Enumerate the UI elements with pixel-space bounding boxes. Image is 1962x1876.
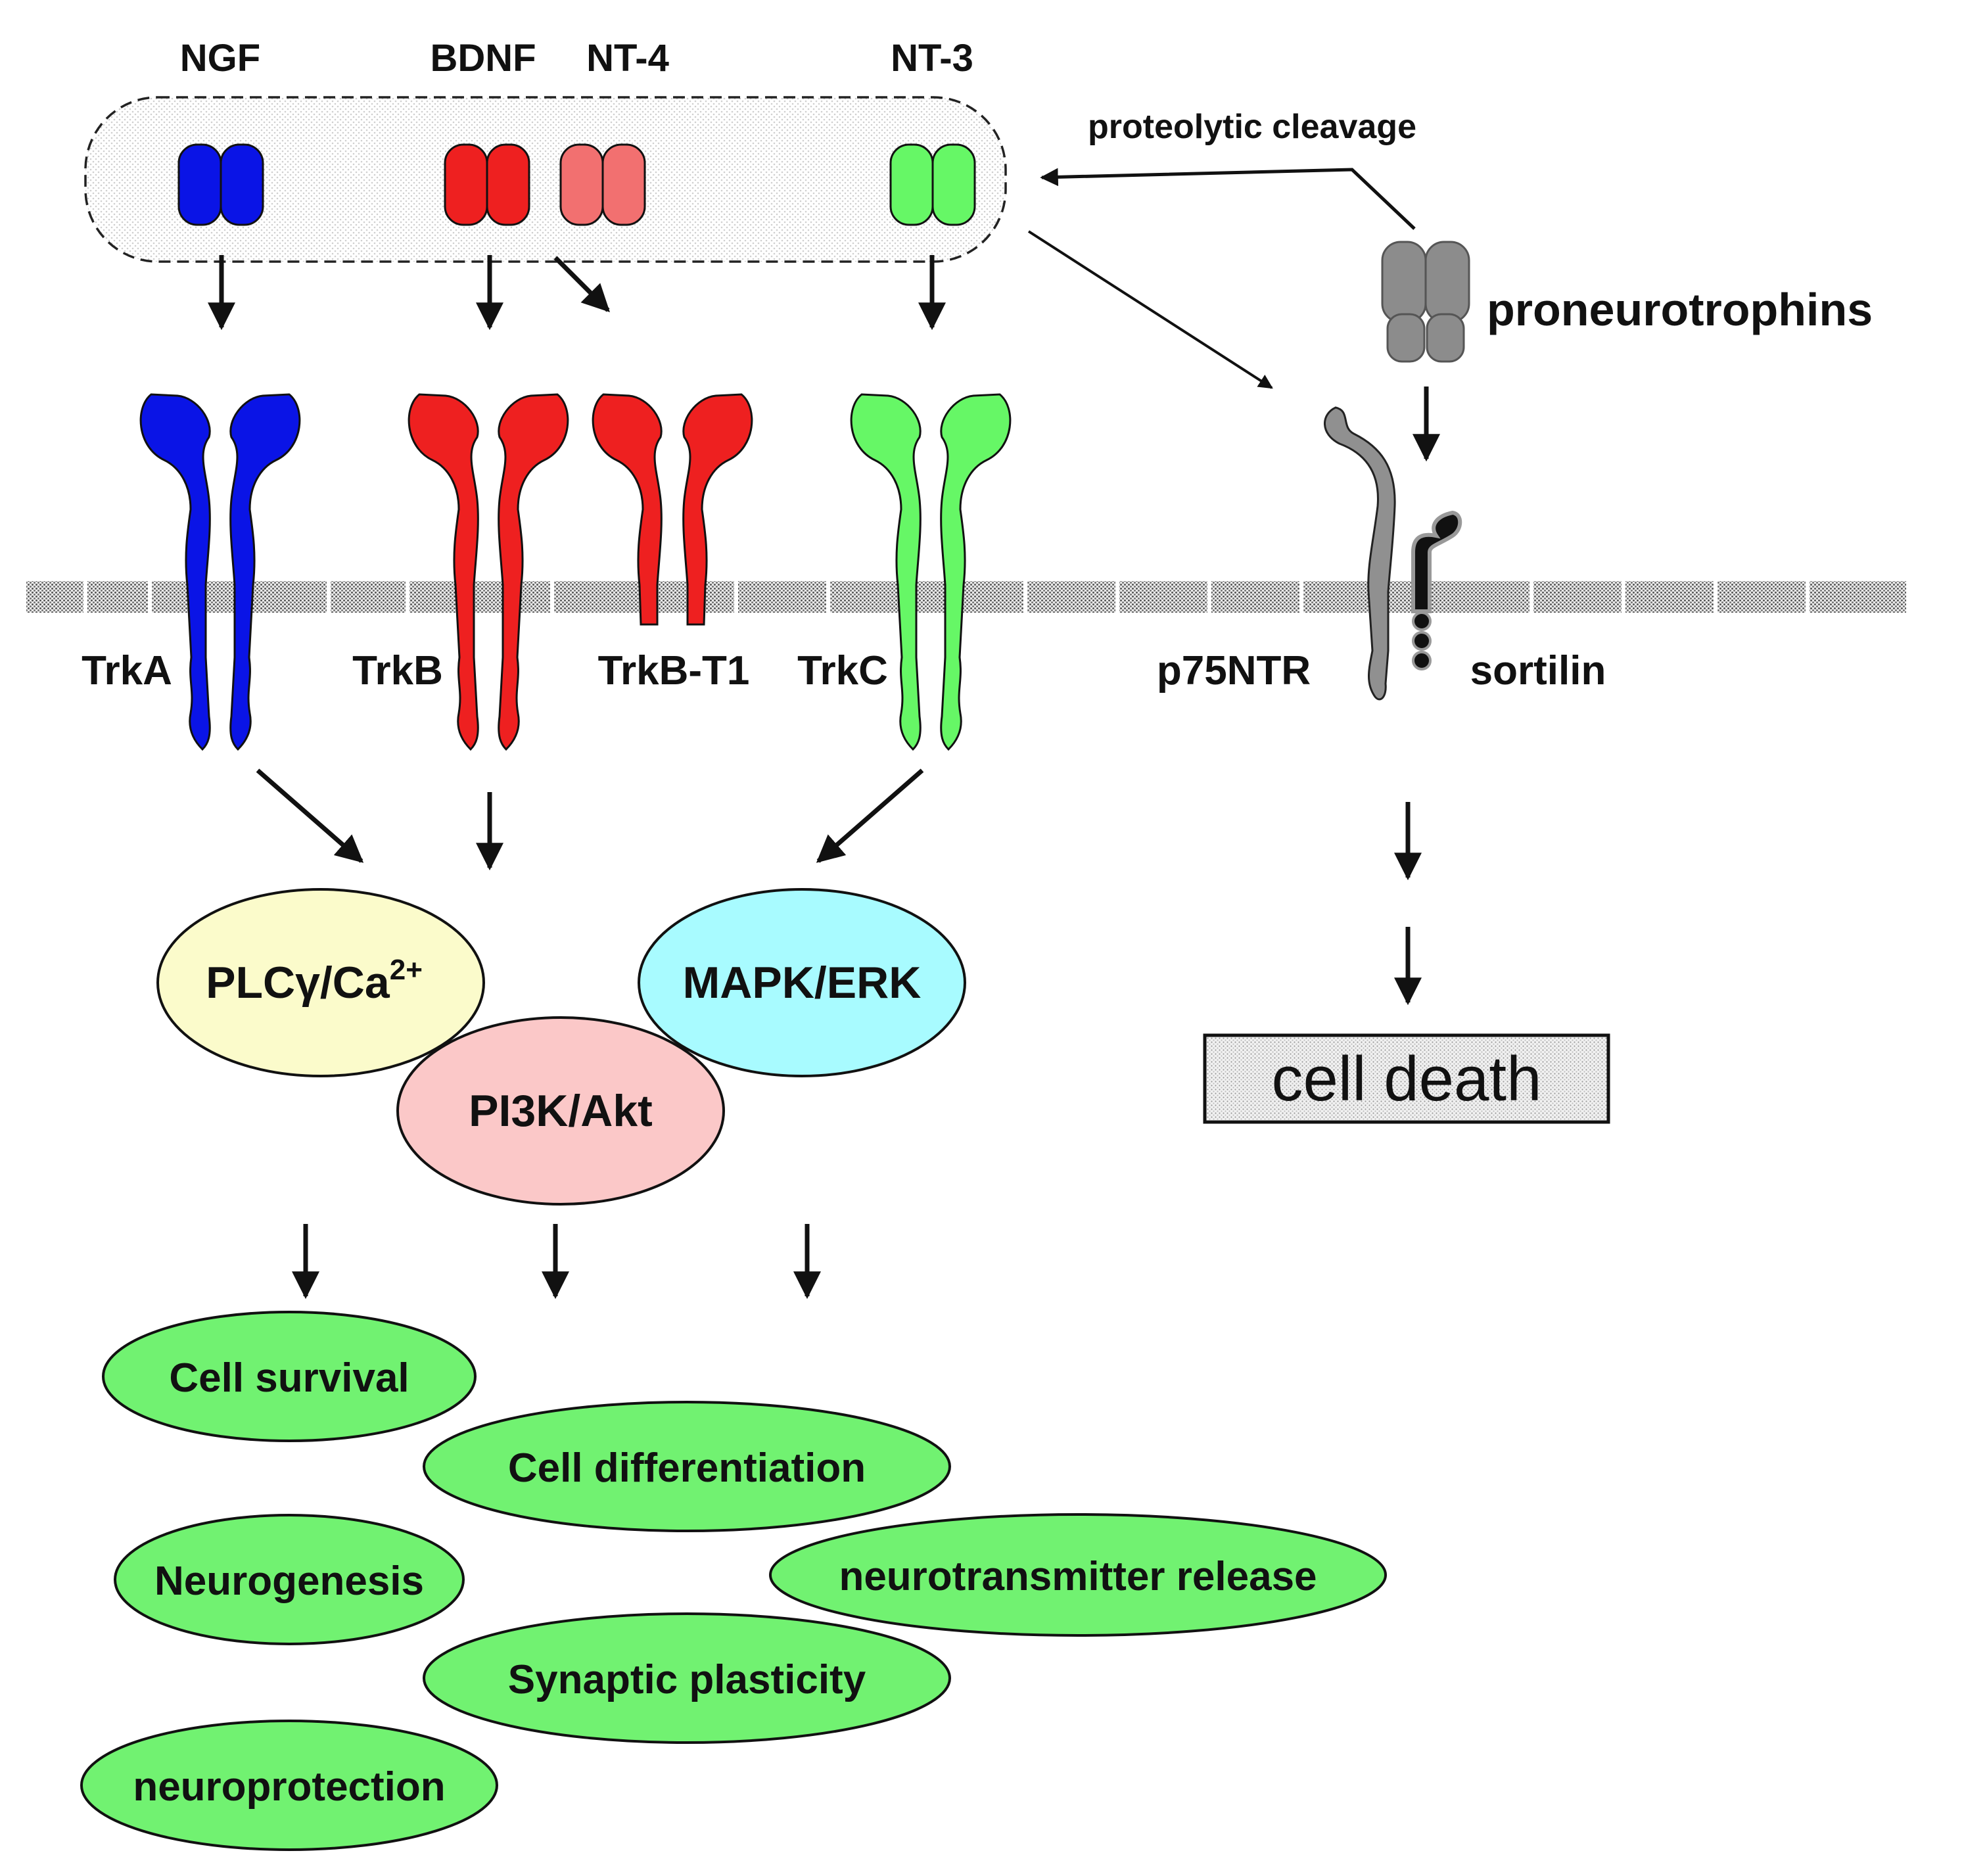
plc-label-sup: 2+ (390, 954, 423, 986)
proneurotrophins-label: proneurotrophins (1487, 284, 1873, 335)
neurotransmitter-release-label: neurotransmitter release (839, 1554, 1317, 1599)
neuroprotection-ellipse (80, 1720, 498, 1851)
bdnf-label: BDNF (430, 37, 536, 80)
pi3k-label: PI3K/Akt (469, 1086, 653, 1136)
p75ntr-receptor (1324, 406, 1396, 701)
receptor-to-pathway-arrows (256, 768, 924, 871)
sortilin-label: sortilin (1470, 648, 1606, 693)
mapk-pathway-ellipse (638, 888, 966, 1077)
cell-death-box (1203, 1033, 1610, 1124)
membrane-segments (83, 581, 1810, 613)
trkc-to-mapk-arrow (816, 768, 924, 863)
cell-differentiation-label: Cell differentiation (508, 1445, 866, 1491)
mapk-label: MAPK/ERK (683, 958, 922, 1008)
trkb-label: TrkB (352, 648, 443, 693)
cell-membrane (26, 581, 1906, 613)
cell-survival-label: Cell survival (169, 1355, 409, 1401)
nt4-label: NT-4 (586, 37, 669, 80)
neurotransmitter-release-ellipse (769, 1513, 1387, 1637)
ngf-label: NGF (180, 37, 260, 80)
cell-differentiation-ellipse (423, 1401, 951, 1532)
box-to-p75ntr-arrow (1027, 230, 1273, 389)
nt3-label: NT-3 (891, 37, 973, 80)
trkb-receptor (408, 393, 569, 751)
neurogenesis-label: Neurogenesis (154, 1559, 424, 1604)
extracellular-neurotrophin-box (84, 96, 1007, 263)
proteolytic-cleavage-label: proteolytic cleavage (1088, 108, 1416, 146)
trkc-label: TrkC (797, 648, 888, 693)
trkb-t1-receptor (592, 393, 753, 626)
trkc-receptor (850, 393, 1012, 751)
cell-survival-ellipse (102, 1311, 477, 1442)
proteolytic-cleavage-arrow (1040, 168, 1416, 230)
pi3k-pathway-ellipse (396, 1016, 725, 1206)
nt4-dimer (559, 143, 646, 226)
proneurotrophin-dimer (1381, 241, 1470, 363)
bdnf-dimer (444, 143, 530, 226)
ligand-to-receptor-arrows (208, 255, 946, 331)
trka-label: TrkA (82, 648, 172, 693)
p75ntr-label: p75NTR (1157, 648, 1311, 693)
trka-to-plc-arrow (256, 768, 364, 863)
nt3-dimer (889, 143, 976, 226)
synaptic-plasticity-label: Synaptic plasticity (508, 1657, 866, 1702)
trkb-t1-label: TrkB-T1 (598, 648, 750, 693)
cell-death-label: cell death (1272, 1044, 1542, 1114)
pathway-to-outcome-arrows (292, 1224, 821, 1300)
neurogenesis-ellipse (114, 1514, 465, 1645)
plc-pathway-ellipse (156, 888, 485, 1077)
plc-label: PLCγ/Ca2+ (206, 954, 423, 1008)
synaptic-plasticity-ellipse (423, 1612, 951, 1744)
neuroprotection-label: neuroprotection (133, 1764, 445, 1810)
trka-receptor (139, 393, 301, 751)
bdnf-to-trkb-t1-arrow (553, 256, 610, 312)
plc-label-main: PLCγ/Ca (206, 958, 390, 1008)
sortilin-receptor (1411, 510, 1462, 670)
ngf-dimer (177, 143, 264, 226)
